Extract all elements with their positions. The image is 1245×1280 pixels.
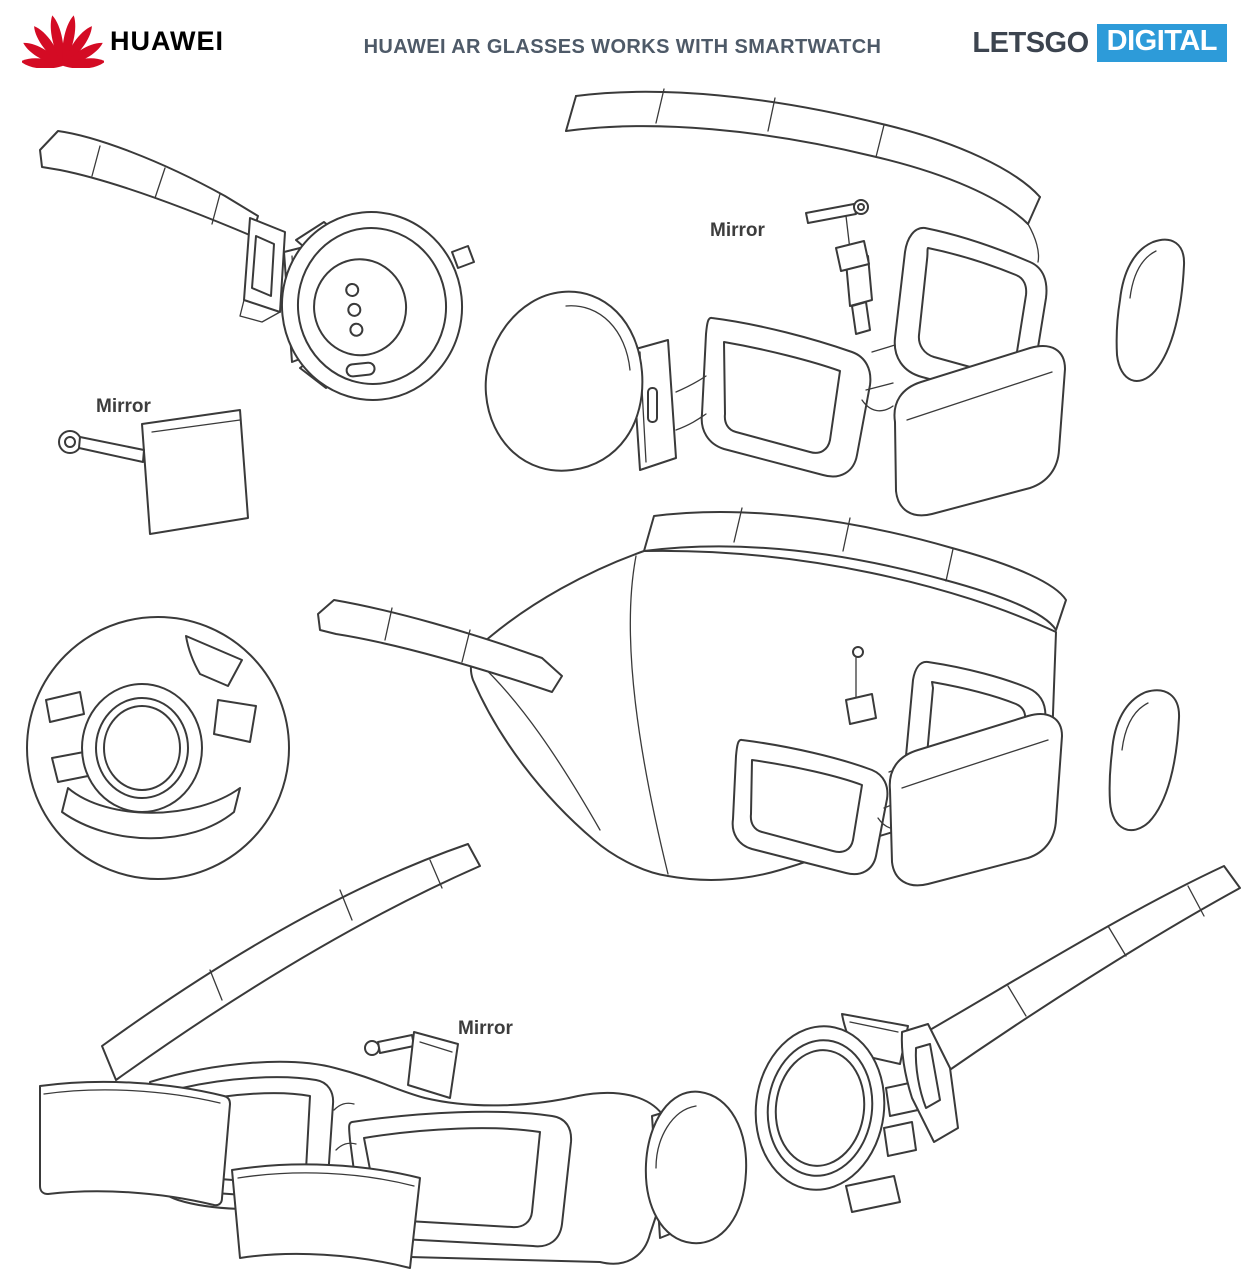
figure-bottom-exploded-view <box>39 843 1241 1269</box>
mirror-label-top: Mirror <box>710 220 765 241</box>
smartwatch-back <box>280 211 475 401</box>
page-title: HUAWEI AR GLASSES WORKS WITH SMARTWATCH <box>363 36 882 58</box>
figure-top-exploded-view <box>39 88 1186 535</box>
huawei-flower-icon <box>22 15 104 68</box>
glasses-frame-front <box>700 226 1048 478</box>
glasses-top-band <box>565 88 1041 263</box>
eyepiece-lens-module <box>484 290 707 472</box>
temple-arm-detached <box>39 130 286 323</box>
detached-lens-plate-2 <box>231 1163 421 1269</box>
header: HUAWEI HUAWEI AR GLASSES WORKS WITH SMAR… <box>0 0 1245 78</box>
detached-lens-plate-1 <box>39 1080 231 1207</box>
temple-arm-right-detached <box>900 865 1241 1143</box>
mirror-label-bottom: Mirror <box>458 1018 513 1039</box>
digital-badge: DIGITAL <box>1096 24 1227 62</box>
smartwatch-front-clamped <box>754 1013 919 1213</box>
mirror-arm-deployed <box>805 199 870 272</box>
detached-lens-small <box>1115 238 1186 382</box>
temple-band-left <box>101 843 481 1081</box>
detached-lens-small-2 <box>1108 689 1181 832</box>
glasses-frame-bottom <box>148 1060 748 1265</box>
huawei-wordmark: HUAWEI <box>110 26 224 56</box>
mirror-label-left: Mirror <box>96 396 151 417</box>
letsgo-digital-logo: LETSGO DIGITAL <box>972 24 1227 62</box>
detached-lens-large <box>893 345 1066 517</box>
figure-middle-view <box>26 507 1181 887</box>
letsgo-wordmark: LETSGO <box>972 26 1089 59</box>
detached-lens-large-2 <box>888 713 1063 887</box>
magnified-watch-detail <box>26 616 290 880</box>
mirror-bracket-folded <box>364 1031 459 1099</box>
mirror-part-detached <box>58 409 249 535</box>
